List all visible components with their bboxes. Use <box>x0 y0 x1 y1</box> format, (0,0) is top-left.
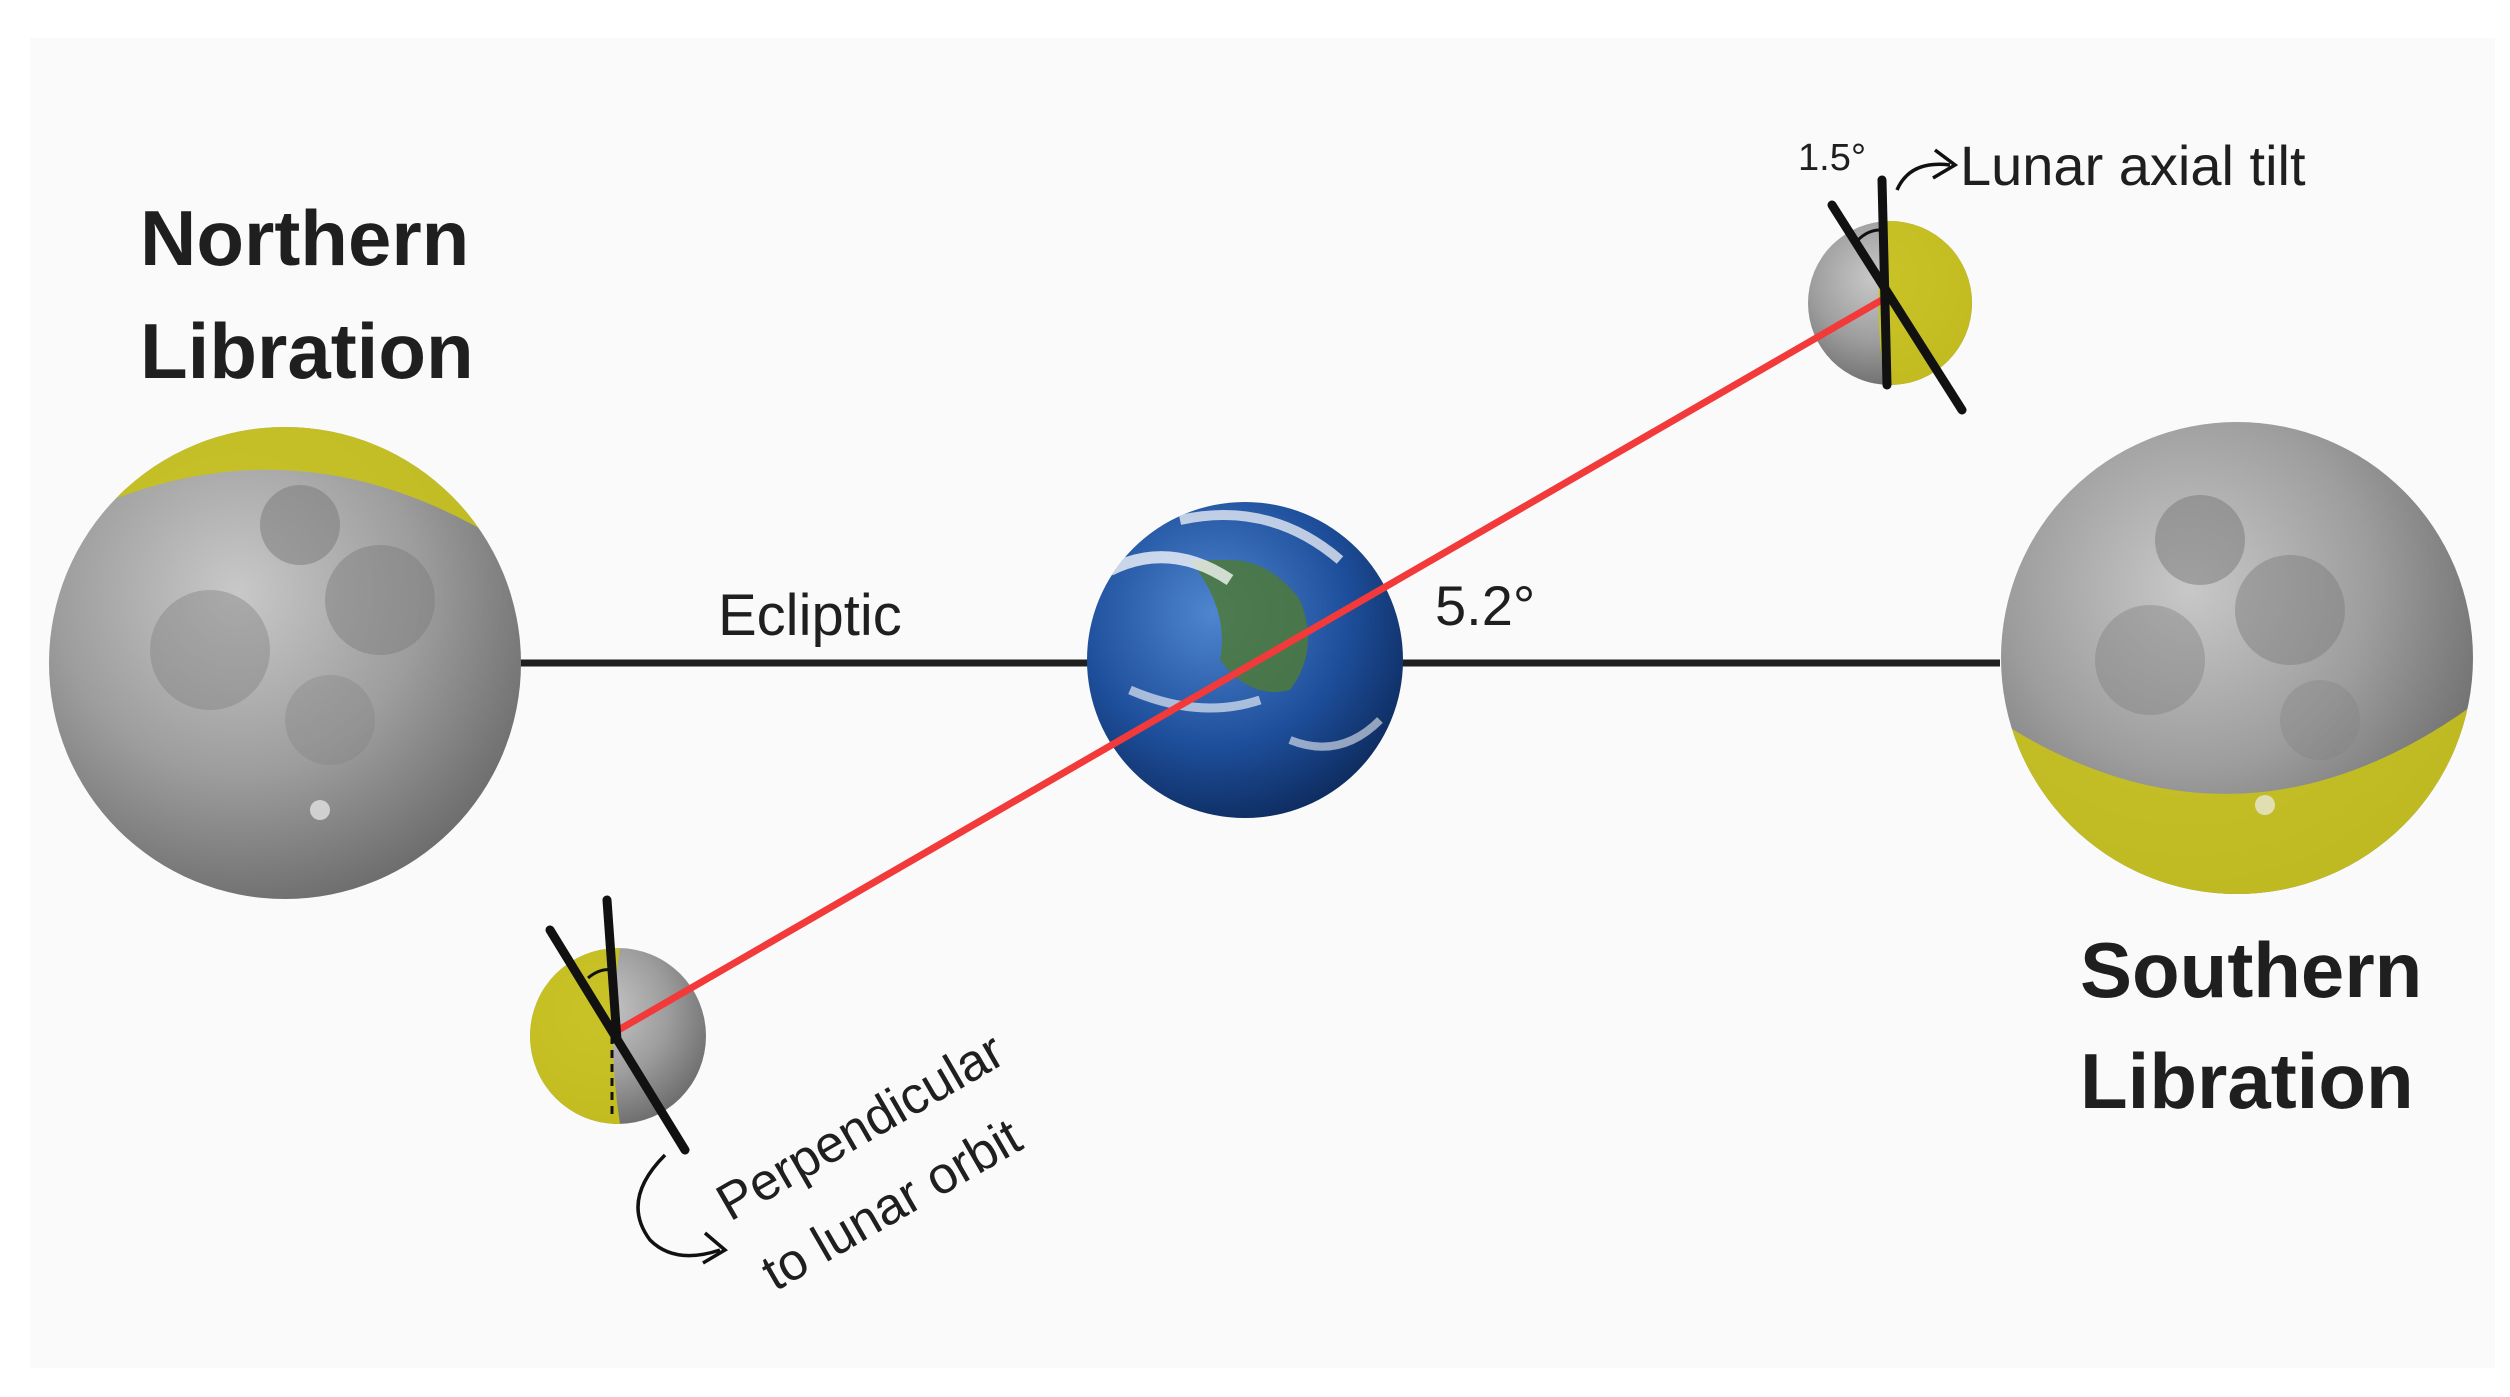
perpendicular-axis-top <box>1877 175 1892 390</box>
southern-moon-icon <box>2001 422 2473 894</box>
northern-libration-title-line1: Northern <box>140 194 469 282</box>
northern-libration-title-line2: Libration <box>140 307 474 395</box>
tilt-angle-arc <box>1856 228 1881 242</box>
southern-libration-title-line2: Libration <box>2080 1037 2414 1125</box>
lunar-axis-top <box>1827 200 1967 415</box>
perpendicular-arrow-icon <box>636 1153 729 1265</box>
ecliptic-label: Ecliptic <box>718 583 902 648</box>
curved-arrow-icon <box>1895 148 1959 191</box>
southern-libration-title-line1: Southern <box>2080 926 2422 1014</box>
inclination-label: 5.2° <box>1435 574 1535 637</box>
lunar-orbit-line <box>613 293 1889 1036</box>
bottom-angle-arc <box>587 968 613 980</box>
earth-icon <box>1087 502 1403 818</box>
tilt-angle-label: 1.5° <box>1798 137 1866 179</box>
lunar-axial-tilt-label: Lunar axial tilt <box>1960 134 2306 197</box>
